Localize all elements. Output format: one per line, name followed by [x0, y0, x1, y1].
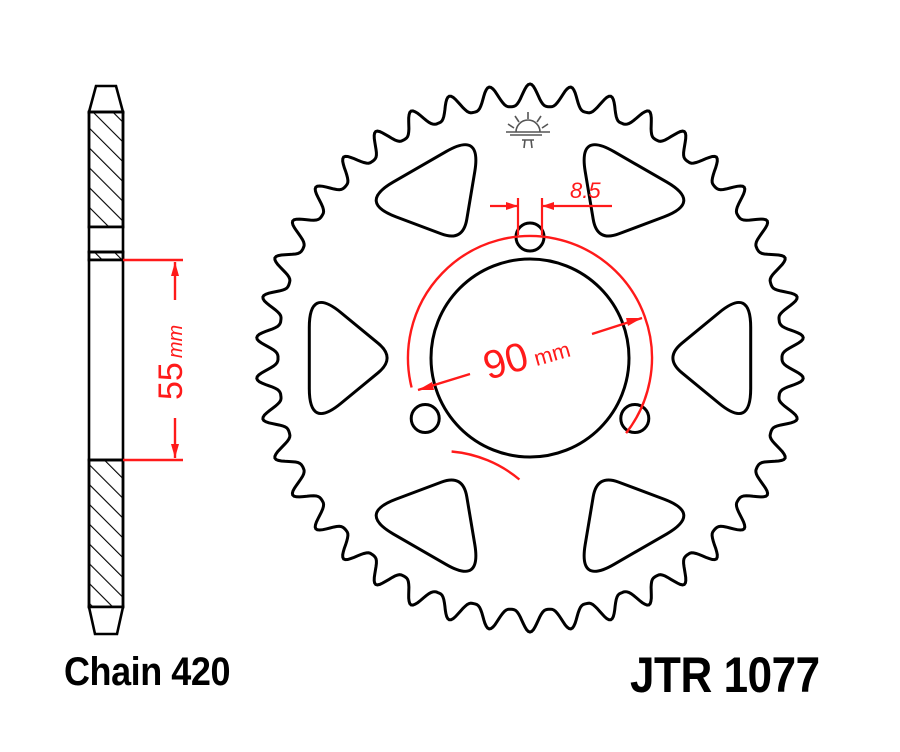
side-view — [87, 84, 125, 636]
side-top-bevel — [87, 84, 125, 114]
side-hub — [87, 258, 125, 462]
dimension-pcd — [406, 234, 654, 481]
hole-diameter-value: 8.5 — [570, 178, 601, 203]
lightening-hole — [307, 301, 389, 415]
hub-height-value: 55mm — [152, 325, 190, 400]
side-upper-hatch — [87, 110, 125, 229]
dimension-hole-diameter — [490, 198, 612, 235]
sprocket-front-view — [255, 82, 805, 634]
jt-sunburst-logo — [506, 112, 550, 149]
lightening-hole — [671, 301, 753, 415]
dimension-hub-height — [123, 258, 183, 462]
lightening-holes — [307, 143, 753, 573]
side-lower-hatch — [87, 458, 125, 609]
pcd-value: 90mm — [478, 322, 574, 388]
side-bottom-bevel — [87, 605, 125, 636]
part-number-label: JTR 1077 — [630, 647, 820, 703]
lightening-hole — [582, 143, 686, 238]
bolt-hole — [619, 403, 651, 434]
lightening-hole — [374, 478, 478, 573]
center-bore — [429, 257, 631, 459]
lightening-hole — [582, 478, 686, 573]
chain-size-label: Chain 420 — [64, 650, 231, 694]
sprocket-teeth-outline — [255, 82, 805, 634]
bolt-hole — [409, 403, 441, 434]
lightening-hole — [374, 143, 478, 238]
